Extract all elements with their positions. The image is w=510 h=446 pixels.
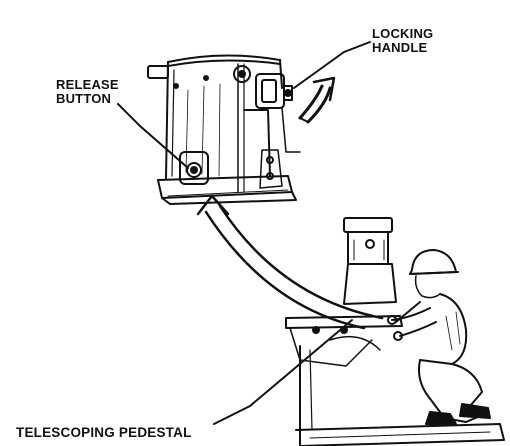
locking-handle-leader [293,41,371,89]
release-button [179,151,209,185]
direction-arrow [196,194,384,330]
locking-handle-label-line1: LOCKING [372,26,434,41]
mount-housing [147,54,297,205]
rotation-arrow [298,76,336,124]
release-button-label: RELEASE BUTTON [56,78,119,106]
locking-handle [255,73,301,153]
telescoping-pedestal [213,217,505,446]
locking-handle-label: LOCKING HANDLE [372,27,433,55]
release-button-leader [117,103,189,169]
locking-handle-label-line2: HANDLE [372,40,428,55]
soldier [387,249,491,425]
telescoping-pedestal-label: TELESCOPING PEDESTAL [16,425,192,440]
release-button-label-line2: BUTTON [56,91,112,106]
release-button-label-line1: RELEASE [56,77,119,92]
